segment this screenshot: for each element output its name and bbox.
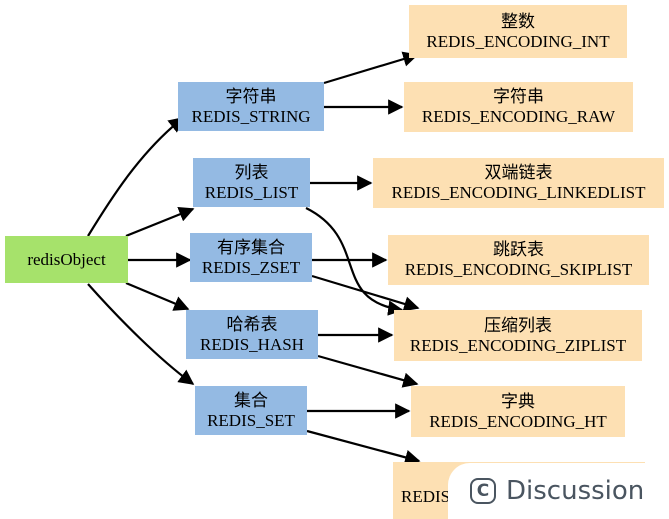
- node-label-en: REDIS_ENCODING_ZIPLIST: [409, 335, 627, 355]
- edge-root-string: [87, 117, 185, 237]
- node-label-zh: 双端链表: [484, 163, 553, 182]
- node-encoding-linkedlist: 双端链表 REDIS_ENCODING_LINKEDLIST: [373, 158, 664, 208]
- node-label-en: REDIS_ENCODING_HT: [429, 411, 607, 431]
- node-encoding-int: 整数 REDIS_ENCODING_INT: [409, 5, 627, 58]
- node-redis-zset: 有序集合 REDIS_ZSET: [190, 233, 312, 282]
- node-redis-hash: 哈希表 REDIS_HASH: [186, 310, 318, 359]
- node-label-zh: 哈希表: [226, 314, 278, 334]
- edge-zset-ziplist: [311, 274, 420, 312]
- edge-root-list: [125, 207, 195, 238]
- edge-root-hash: [125, 281, 190, 311]
- node-label-zh: 整数: [501, 11, 535, 31]
- discussion-watermark: C Discussion: [448, 463, 669, 519]
- copyright-c-icon: C: [470, 478, 496, 504]
- edge-hash-ht: [317, 354, 419, 388]
- edge-list-ziplist: [305, 207, 404, 316]
- node-redis-string: 字符串 REDIS_STRING: [178, 82, 324, 131]
- node-redis-set: 集合 REDIS_SET: [195, 386, 307, 435]
- node-encoding-raw: 字符串 REDIS_ENCODING_RAW: [404, 82, 633, 132]
- edge-set-intset: [306, 429, 421, 465]
- node-label-zh: 压缩列表: [484, 315, 552, 335]
- node-label-zh: 集合: [234, 390, 268, 410]
- node-label-en: REDIS_HASH: [200, 334, 304, 354]
- node-label-en: REDIS_ENCODING_SKIPLIST: [404, 260, 633, 279]
- node-encoding-skiplist: 跳跃表 REDIS_ENCODING_SKIPLIST: [388, 235, 649, 285]
- node-redis-object: redisObject: [5, 236, 128, 283]
- node-label-en: REDIS_ENCODING_RAW: [421, 107, 616, 126]
- watermark-text: Discussion: [506, 476, 645, 506]
- node-label-zh: 字符串: [493, 87, 544, 106]
- node-label-zh: 有序集合: [217, 237, 285, 257]
- node-label-zh: 跳跃表: [493, 240, 544, 259]
- node-label-en: REDIS_LIST: [204, 182, 299, 202]
- node-label-en: REDIS: [401, 486, 451, 506]
- node-label-zh: 字典: [501, 391, 535, 411]
- edge-string-int: [323, 51, 419, 85]
- node-label-en: REDIS_STRING: [191, 106, 311, 126]
- edge-root-set: [87, 283, 195, 385]
- node-encoding-ziplist: 压缩列表 REDIS_ENCODING_ZIPLIST: [394, 310, 642, 361]
- node-redis-list: 列表 REDIS_LIST: [193, 158, 310, 207]
- node-label: redisObject: [27, 249, 106, 269]
- node-label-en: REDIS_ENCODING_LINKEDLIST: [391, 183, 646, 202]
- node-label-zh: 字符串: [225, 86, 277, 106]
- node-label-en: REDIS_ZSET: [201, 257, 301, 277]
- node-label-en: REDIS_SET: [207, 410, 295, 430]
- node-label-zh: 列表: [234, 162, 269, 182]
- node-encoding-ht: 字典 REDIS_ENCODING_HT: [411, 386, 625, 437]
- node-label-en: REDIS_ENCODING_INT: [426, 31, 610, 51]
